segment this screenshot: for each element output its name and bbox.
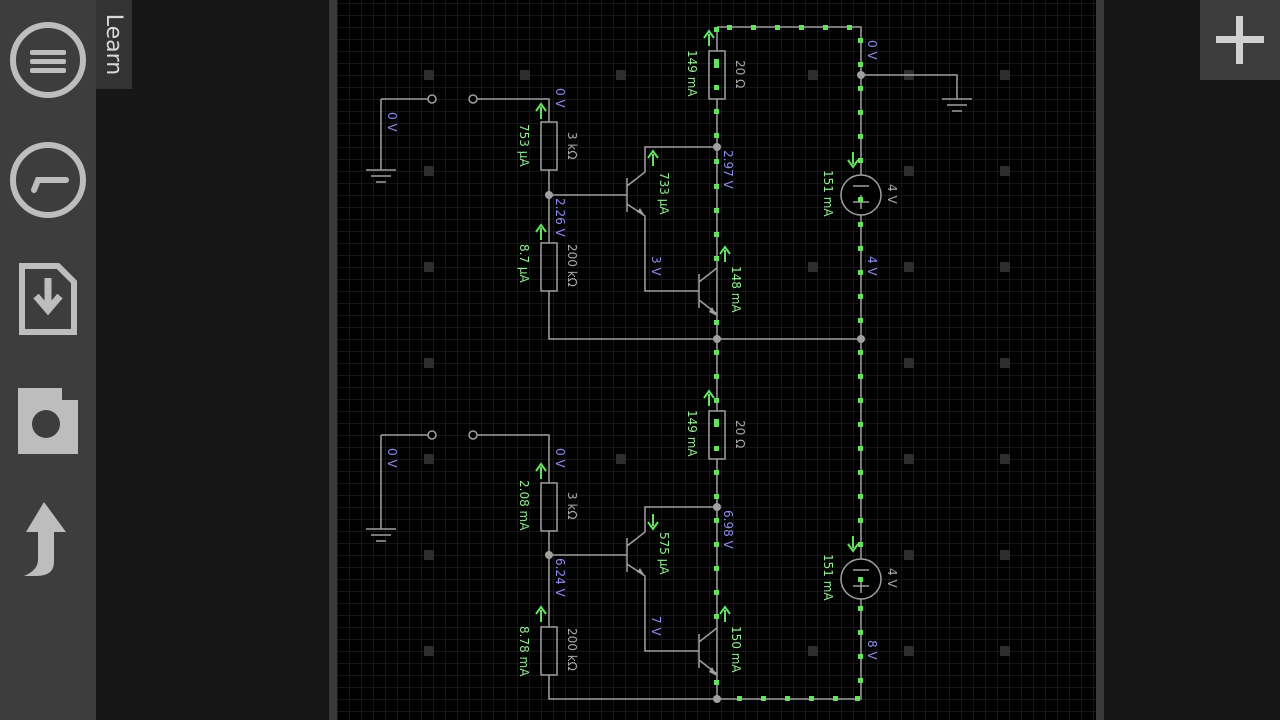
current-dots (714, 25, 863, 701)
canvas-border-right (1096, 0, 1104, 720)
emitter-arrow (637, 208, 645, 216)
voltage-label: 7 V (649, 616, 663, 636)
divider-wire (548, 531, 717, 700)
gauge-icon (10, 142, 86, 218)
import-icon (19, 263, 77, 335)
emitter-arrow (637, 568, 645, 576)
circuit-labels: 0 V 0 V 753 µA 3 kΩ 2.26 V 8.7 µA 200 kΩ… (385, 40, 899, 677)
value-label: 200 kΩ (565, 244, 579, 287)
menu-icon (10, 22, 86, 98)
grid-markers (424, 70, 1010, 656)
share-button[interactable] (0, 492, 96, 588)
bottom-stage[interactable] (366, 410, 726, 703)
current-label: 151 mA (821, 170, 835, 217)
voltage-label: 0 V (865, 40, 879, 60)
switch-terminal[interactable] (427, 430, 437, 440)
current-label: 733 µA (657, 172, 671, 215)
voltage-label: 6.98 V (721, 510, 735, 550)
left-background (132, 0, 328, 720)
voltage-label: 8 V (865, 640, 879, 660)
voltage-label: 6.24 V (553, 558, 567, 598)
mid-node[interactable] (857, 335, 865, 343)
current-label: 149 mA (685, 50, 699, 97)
learn-tab[interactable]: Learn (96, 0, 132, 89)
gauge-button[interactable] (0, 132, 96, 228)
voltage-label: 2.97 V (721, 150, 735, 190)
emitter-arrow (709, 307, 717, 316)
value-label: 4 V (885, 184, 899, 204)
value-label: 4 V (885, 568, 899, 588)
current-arrows (535, 29, 859, 622)
import-button[interactable] (0, 248, 96, 344)
switch-terminal[interactable] (468, 430, 478, 440)
plus-icon (1216, 16, 1264, 64)
voltage-label: 0 V (385, 112, 399, 132)
value-label: 3 kΩ (565, 492, 579, 520)
ground-symbol[interactable] (366, 99, 396, 183)
learn-label: Learn (101, 13, 127, 76)
rail-node[interactable] (857, 71, 865, 79)
resistor-200k[interactable] (540, 626, 558, 676)
voltage-label: 0 V (553, 88, 567, 108)
voltage-label: 3 V (649, 256, 663, 276)
emitter-arrow (709, 667, 717, 676)
current-label: 151 mA (821, 554, 835, 601)
current-label: 8.7 µA (517, 244, 531, 284)
current-label: 150 mA (729, 626, 743, 673)
voltage-label: 4 V (865, 256, 879, 276)
input-wire (381, 98, 550, 122)
menu-button[interactable] (0, 12, 96, 108)
value-label: 3 kΩ (565, 132, 579, 160)
current-label: 149 mA (685, 410, 699, 457)
canvas-border-left (329, 0, 337, 720)
camera-button[interactable] (0, 372, 96, 468)
add-component-button[interactable] (1200, 0, 1280, 80)
input-wire (381, 434, 550, 483)
circuit-diagram[interactable]: 0 V 0 V 753 µA 3 kΩ 2.26 V 8.7 µA 200 kΩ… (329, 0, 1104, 720)
switch-terminal[interactable] (427, 94, 437, 104)
voltage-label: 0 V (385, 448, 399, 468)
left-toolbar (0, 0, 96, 720)
current-label: 148 mA (729, 266, 743, 313)
voltage-label: 0 V (553, 448, 567, 468)
switch-terminal[interactable] (468, 94, 478, 104)
current-label: 753 µA (517, 124, 531, 167)
value-label: 200 kΩ (565, 628, 579, 671)
resistor-200k[interactable] (540, 242, 558, 292)
value-label: 20 Ω (733, 420, 747, 448)
divider-wire (548, 170, 717, 340)
voltage-label: 2.26 V (553, 198, 567, 238)
current-label: 575 µA (657, 532, 671, 575)
value-label: 20 Ω (733, 60, 747, 88)
ground-symbol[interactable] (366, 435, 396, 542)
transistor-q1[interactable] (549, 146, 717, 292)
voltage-source-1[interactable] (840, 174, 882, 216)
circuit-canvas[interactable]: 0 V 0 V 753 µA 3 kΩ 2.26 V 8.7 µA 200 kΩ… (329, 0, 1104, 720)
current-label: 8.78 mA (517, 626, 531, 677)
transistor-q1[interactable] (549, 506, 717, 652)
supply-path[interactable] (535, 25, 972, 701)
supply-wire (716, 26, 972, 700)
current-label: 2.08 mA (517, 480, 531, 531)
camera-icon (18, 388, 78, 454)
share-arrow-icon (24, 502, 66, 576)
